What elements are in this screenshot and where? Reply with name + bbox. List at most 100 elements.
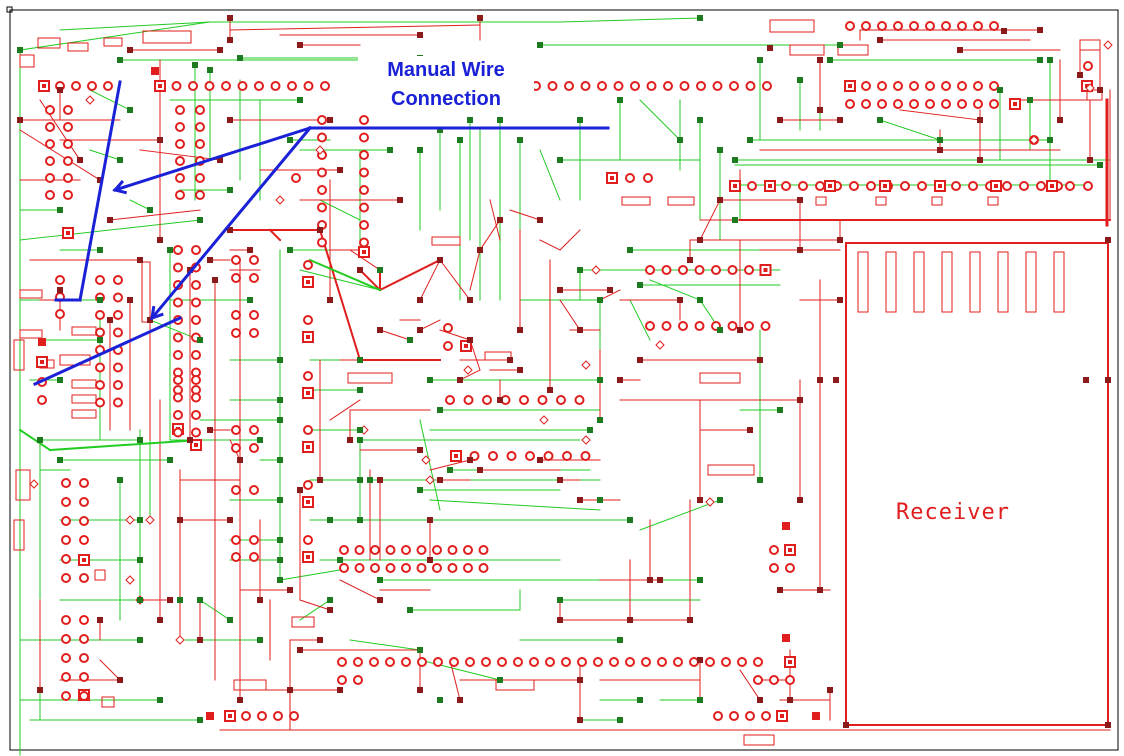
via xyxy=(557,617,563,623)
via xyxy=(357,437,363,443)
pad xyxy=(1036,181,1046,191)
pad-square-center xyxy=(883,184,887,188)
pad xyxy=(317,202,327,213)
pad xyxy=(729,81,739,91)
via xyxy=(357,477,363,483)
pad xyxy=(175,105,185,115)
pad xyxy=(721,657,731,667)
via xyxy=(797,77,803,83)
pad xyxy=(231,535,241,545)
trace xyxy=(349,249,381,271)
pad xyxy=(443,323,453,333)
via xyxy=(757,477,763,483)
via xyxy=(777,587,783,593)
via xyxy=(1027,97,1033,103)
pad xyxy=(303,425,313,435)
via xyxy=(117,157,123,163)
via xyxy=(417,297,423,303)
via xyxy=(677,137,683,143)
via xyxy=(577,497,583,503)
via xyxy=(697,697,703,703)
via xyxy=(197,337,203,343)
via xyxy=(217,157,223,163)
via xyxy=(187,437,193,443)
pad xyxy=(317,167,327,178)
via xyxy=(137,517,143,523)
via xyxy=(257,597,263,603)
via xyxy=(427,557,433,563)
via xyxy=(747,427,753,433)
via xyxy=(497,677,503,683)
pad xyxy=(317,115,327,125)
pad xyxy=(625,173,635,183)
pad xyxy=(973,99,983,109)
via xyxy=(877,37,883,43)
pad xyxy=(643,173,653,183)
via xyxy=(597,297,603,303)
via xyxy=(697,15,703,21)
pad xyxy=(173,410,183,420)
via xyxy=(327,607,333,613)
trace xyxy=(559,299,581,331)
receiver-outline xyxy=(845,242,1109,726)
pad xyxy=(663,81,673,91)
via xyxy=(1057,117,1063,123)
trace xyxy=(358,268,382,292)
via xyxy=(617,717,623,723)
pad xyxy=(973,21,983,31)
component-outline xyxy=(141,261,151,323)
pad xyxy=(95,275,105,285)
via xyxy=(257,437,263,443)
via xyxy=(657,577,663,583)
pad xyxy=(711,265,721,275)
pad xyxy=(513,657,523,667)
pad xyxy=(447,563,458,573)
pad xyxy=(231,485,241,495)
test-point xyxy=(539,415,549,425)
pad xyxy=(463,395,474,405)
via xyxy=(833,377,839,383)
pad xyxy=(353,657,363,667)
trace xyxy=(439,259,471,301)
via xyxy=(697,497,703,503)
via xyxy=(177,597,183,603)
pad-square-center xyxy=(306,555,310,559)
via xyxy=(357,387,363,393)
trace xyxy=(59,21,211,31)
via xyxy=(127,47,133,53)
via xyxy=(247,297,253,303)
pad xyxy=(968,181,978,191)
test-point xyxy=(463,365,473,375)
pad-square-center xyxy=(780,714,784,718)
pad-square-center xyxy=(158,84,162,88)
callout-line-2: Connection xyxy=(391,88,501,110)
via xyxy=(937,137,943,143)
pad xyxy=(61,516,71,526)
via xyxy=(97,247,103,253)
via xyxy=(407,337,413,343)
pad xyxy=(61,615,71,625)
pad xyxy=(678,265,688,275)
via xyxy=(677,297,683,303)
via xyxy=(357,517,363,523)
pad xyxy=(815,181,825,191)
component-outline xyxy=(19,54,35,68)
component-outline xyxy=(94,569,106,581)
via xyxy=(297,97,303,103)
pad xyxy=(79,691,89,701)
test-point xyxy=(581,435,591,445)
via xyxy=(1001,28,1007,34)
pad xyxy=(113,327,123,338)
pad-square-center xyxy=(454,454,458,458)
via xyxy=(1097,162,1103,168)
pad xyxy=(61,497,71,507)
via xyxy=(287,587,293,593)
via xyxy=(1087,157,1093,163)
pad xyxy=(95,380,105,390)
pad xyxy=(545,657,555,667)
via xyxy=(237,457,243,463)
pad xyxy=(191,297,201,308)
pad xyxy=(63,156,73,166)
pad xyxy=(917,181,927,191)
